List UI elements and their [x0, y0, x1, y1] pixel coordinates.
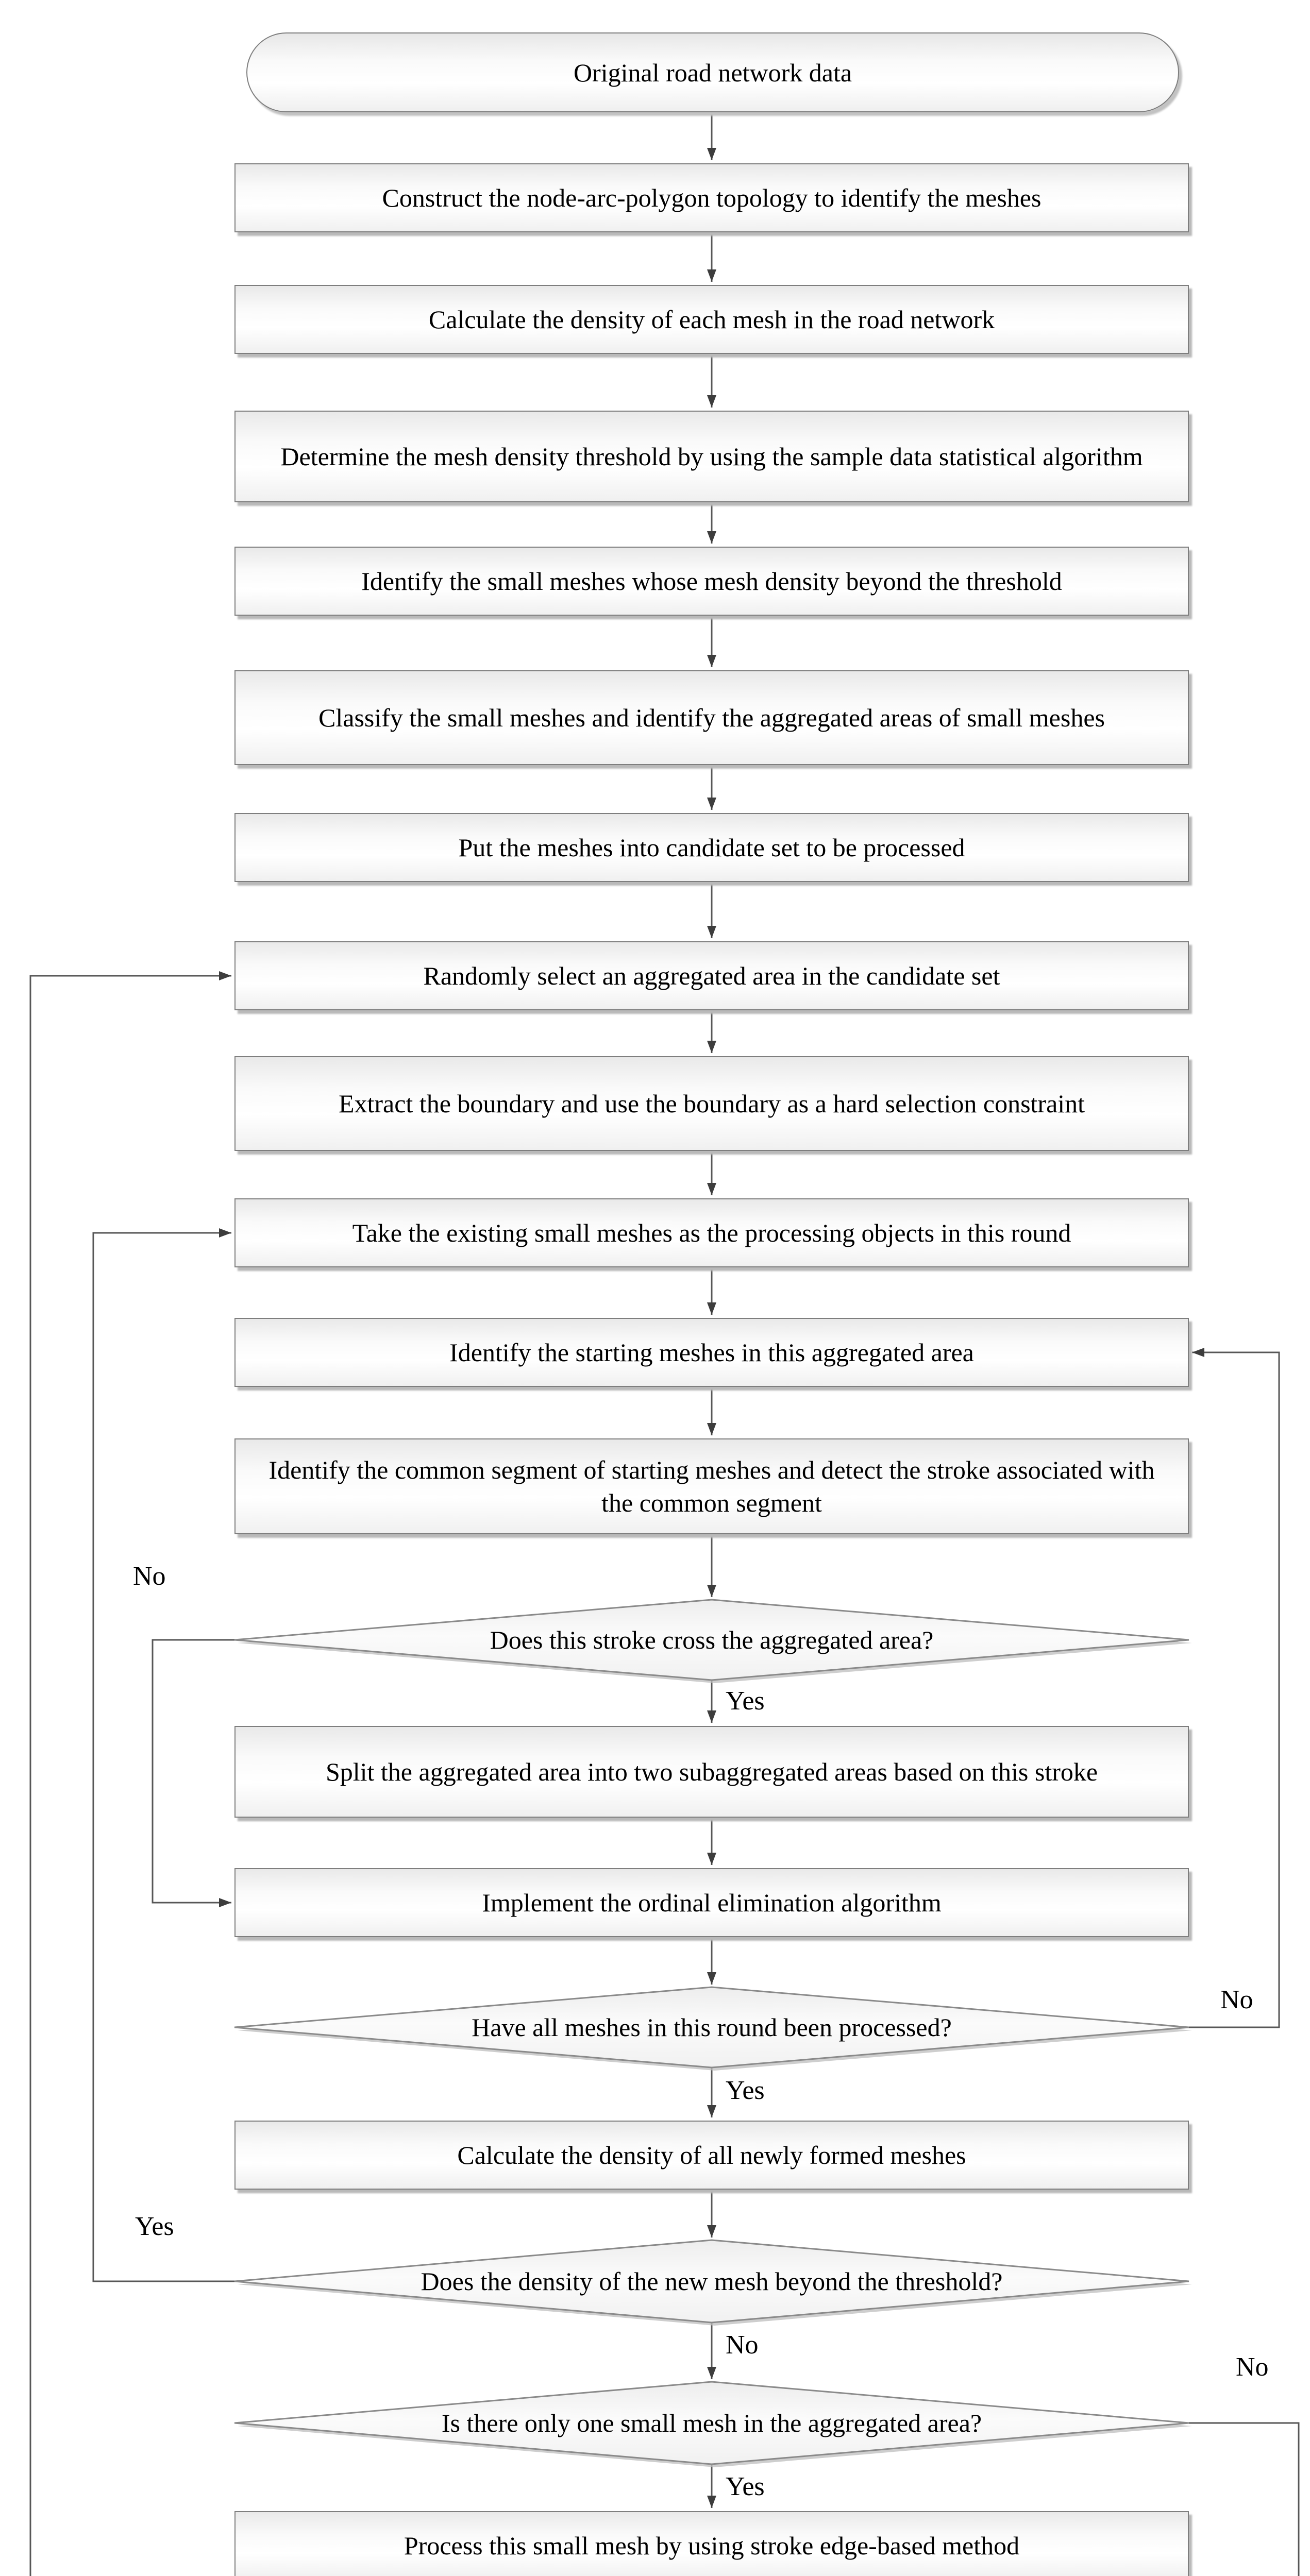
node-calc-mesh-density: Calculate the density of each mesh in th…: [234, 285, 1189, 354]
loop-candidate-no-to-random-select: [29, 971, 231, 2576]
node-classify-small-meshes: Classify the small meshes and identify t…: [234, 670, 1189, 765]
node-identify-small-meshes: Identify the small meshes whose mesh den…: [234, 547, 1189, 616]
loop-density-yes-to-take-existing: [92, 1228, 234, 2282]
node-ordinal-elimination: Implement the ordinal elimination algori…: [234, 1868, 1189, 1937]
branch-one-mesh-no-to-candidate-decision: [1189, 2422, 1300, 2576]
branch-label-density-beyond-yes: Yes: [135, 2212, 174, 2241]
branch-label-one-mesh-no: No: [1236, 2352, 1269, 2382]
node-identify-starting-meshes: Identify the starting meshes in this agg…: [234, 1318, 1189, 1387]
branch-label-round-processed-yes: Yes: [726, 2076, 765, 2105]
node-take-existing-meshes: Take the existing small meshes as the pr…: [234, 1198, 1189, 1267]
node-process-stroke-edge: Process this small mesh by using stroke …: [234, 2511, 1189, 2576]
node-calc-new-density: Calculate the density of all newly forme…: [234, 2121, 1189, 2190]
decision-one-small-mesh-shape: [234, 2381, 1189, 2465]
branch-label-stroke-cross-no: No: [133, 1562, 166, 1591]
node-extract-boundary: Extract the boundary and use the boundar…: [234, 1056, 1189, 1151]
decision-new-density-shape: [234, 2239, 1189, 2324]
node-put-candidate-set: Put the meshes into candidate set to be …: [234, 813, 1189, 882]
node-split-area: Split the aggregated area into two subag…: [234, 1726, 1189, 1818]
branch-label-density-beyond-no: No: [726, 2330, 759, 2360]
loop-round-no-to-starting-meshes: [1189, 1348, 1280, 2028]
branch-stroke-no-to-ordinal: [152, 1639, 234, 1907]
decision-diamonds: [234, 1599, 1192, 2467]
node-decision-one-small-mesh: Is there only one small mesh in the aggr…: [441, 2409, 982, 2437]
node-decision-new-density: Does the density of the new mesh beyond …: [421, 2267, 1003, 2296]
node-decision-stroke-cross: Does this stroke cross the aggregated ar…: [490, 1625, 934, 1654]
node-identify-common-segment: Identify the common segment of starting …: [234, 1438, 1189, 1534]
node-determine-threshold: Determine the mesh density threshold by …: [234, 411, 1189, 502]
node-construct-topology: Construct the node-arc-polygon topology …: [234, 163, 1189, 232]
node-random-select-area: Randomly select an aggregated area in th…: [234, 941, 1189, 1010]
decision-round-processed-shape: [234, 1986, 1189, 2069]
branch-label-round-processed-no: No: [1220, 1985, 1253, 2014]
branch-label-stroke-cross-yes: Yes: [726, 1686, 765, 1716]
node-start-terminator: Original road network data: [246, 32, 1179, 112]
branch-label-one-mesh-yes: Yes: [726, 2472, 765, 2501]
decision-stroke-cross-shape: [234, 1599, 1189, 1681]
node-decision-round-processed: Have all meshes in this round been proce…: [472, 2013, 952, 2042]
